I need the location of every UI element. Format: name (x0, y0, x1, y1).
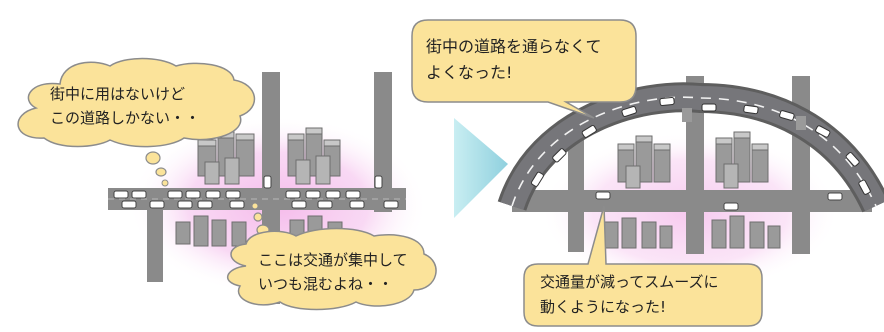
left-buildings-top-right (287, 127, 341, 185)
speech-bubble-after-top (411, 19, 637, 119)
right-road-horizontal (512, 190, 872, 212)
speech-text-after-bottom: 交通量が減ってスムーズに 動くようになった! (540, 273, 719, 316)
thought-text-before: 街中に用はないけど この道路しかない・・ (50, 85, 201, 127)
thought-text-congestion: ここは交通が集中して いつも混むよね・・ (258, 251, 408, 293)
speech-text-after-top: 街中の道路を通らなくて よくなった! (426, 37, 602, 82)
right-scene (411, 19, 884, 327)
right-buildings-top-right (715, 131, 769, 189)
highway-traffic (531, 96, 871, 195)
transition-arrow (454, 118, 508, 218)
left-buildings-top-left (197, 131, 255, 185)
left-buildings-bottom-left (175, 215, 247, 247)
left-scene (17, 57, 437, 311)
right-buildings-bottom-left (603, 217, 673, 249)
left-road-vertical-1 (147, 190, 163, 282)
right-road-vertical-3 (792, 76, 810, 254)
right-buildings-top-left (617, 135, 671, 189)
speech-bubble-after-bottom (523, 205, 763, 327)
thought-bubble-congestion (227, 202, 437, 311)
right-city-traffic (595, 191, 843, 211)
thought-bubble-before (17, 57, 256, 187)
right-buildings-bottom-right (711, 215, 781, 249)
left-traffic-jam (113, 175, 399, 209)
right-road-vertical-1 (568, 120, 584, 252)
highway-piers (682, 108, 806, 130)
